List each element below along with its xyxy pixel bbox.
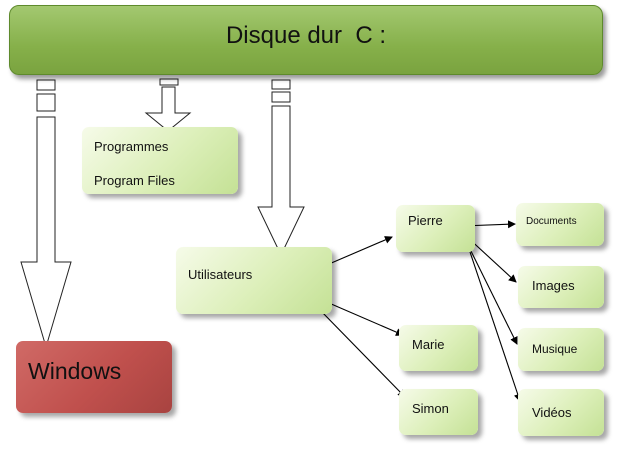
line-pierre-musique	[466, 242, 518, 345]
node-musique: Musique	[518, 328, 604, 371]
simon-label: Simon	[412, 401, 449, 416]
root-node-disque-c: Disque dur C :	[9, 5, 603, 75]
arrow-to-utilisateurs	[257, 79, 305, 257]
utilisateurs-label: Utilisateurs	[188, 267, 253, 282]
line-utilisateurs-marie	[321, 299, 404, 336]
node-programmes: Programmes Program Files	[82, 127, 238, 194]
videos-label: Vidéos	[532, 405, 572, 420]
arrow-to-programmes	[144, 78, 192, 132]
line-utilisateurs-pierre	[321, 236, 393, 268]
root-label: Disque dur C :	[225, 22, 387, 49]
node-simon: Simon	[399, 389, 478, 435]
node-videos: Vidéos	[518, 389, 604, 436]
documents-label: Documents	[526, 216, 577, 227]
arrow-to-windows	[20, 79, 72, 349]
pierre-label: Pierre	[408, 213, 443, 228]
line-utilisateurs-simon	[319, 309, 406, 398]
images-label: Images	[532, 278, 575, 293]
marie-label: Marie	[412, 337, 445, 352]
program-files-label: Program Files	[94, 173, 175, 188]
node-pierre: Pierre	[396, 205, 475, 252]
musique-label: Musique	[532, 342, 578, 356]
node-images: Images	[518, 266, 604, 308]
node-utilisateurs: Utilisateurs	[176, 247, 332, 314]
line-pierre-videos	[469, 251, 522, 402]
programmes-label: Programmes	[94, 139, 169, 154]
node-windows: Windows	[16, 341, 172, 413]
node-marie: Marie	[399, 325, 478, 371]
node-documents: Documents	[516, 203, 604, 246]
windows-label: Windows	[28, 358, 122, 384]
